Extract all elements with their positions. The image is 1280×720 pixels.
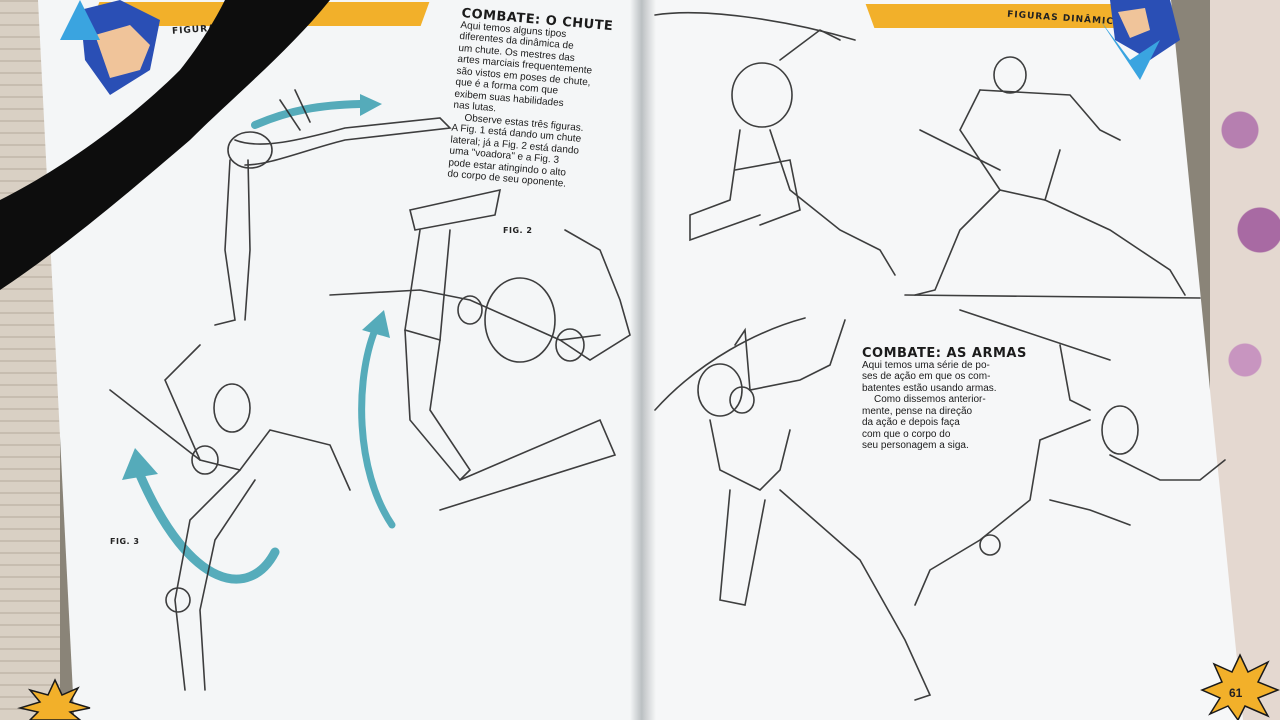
hero-mascot-left [60, 0, 160, 95]
weapons-para2-line: com que o corpo do [862, 428, 951, 440]
weapons-text-block: COMBATE: AS ARMAS Aqui temos uma série d… [862, 346, 1042, 452]
sketch-sword-lunge [914, 309, 1226, 606]
weapons-para1-line: ses de ação em que os com- [862, 371, 991, 382]
sketch-fighter-stance [904, 56, 1201, 299]
sketch-fig1-side-kick [214, 89, 452, 326]
weapons-para1-line: batentes estão usando armas. [862, 382, 997, 394]
sketch-sword-leap [654, 12, 896, 276]
sketch-staff-fighter [654, 317, 932, 701]
weapons-para1-line: Aqui temos uma série de po- [862, 359, 990, 371]
fig3-label: FIG. 3 [110, 537, 140, 546]
starburst-page-number [1200, 653, 1280, 720]
starburst-bottom-left [17, 678, 91, 720]
kick-arrow-fig1 [251, 94, 382, 129]
floral-fabric-background [1210, 0, 1280, 720]
fig2-label: FIG. 2 [503, 226, 533, 235]
page-number: 61 [1229, 686, 1243, 700]
weapons-para2-line: mente, pense na direção [862, 405, 973, 417]
kick-arrow-fig3 [122, 448, 280, 584]
kick-arrow-fig2 [358, 310, 396, 529]
book-gutter [630, 0, 656, 720]
weapons-para2-line: Como dissemos anterior- [874, 394, 986, 405]
hero-mascot-right [1100, 0, 1180, 80]
weapons-para2-line: seu personagem a siga. [862, 440, 969, 451]
sketch-fig2-flying-kick [329, 188, 631, 511]
weapons-para2-line: da ação e depois faça [862, 417, 960, 428]
hair-strand [0, 0, 330, 290]
sketch-fig3-high-kick [109, 344, 351, 691]
kick-text-block: COMBATE: O CHUTE Aqui temos alguns tipos… [447, 6, 621, 194]
weapons-title: COMBATE: AS ARMAS [862, 346, 1027, 361]
